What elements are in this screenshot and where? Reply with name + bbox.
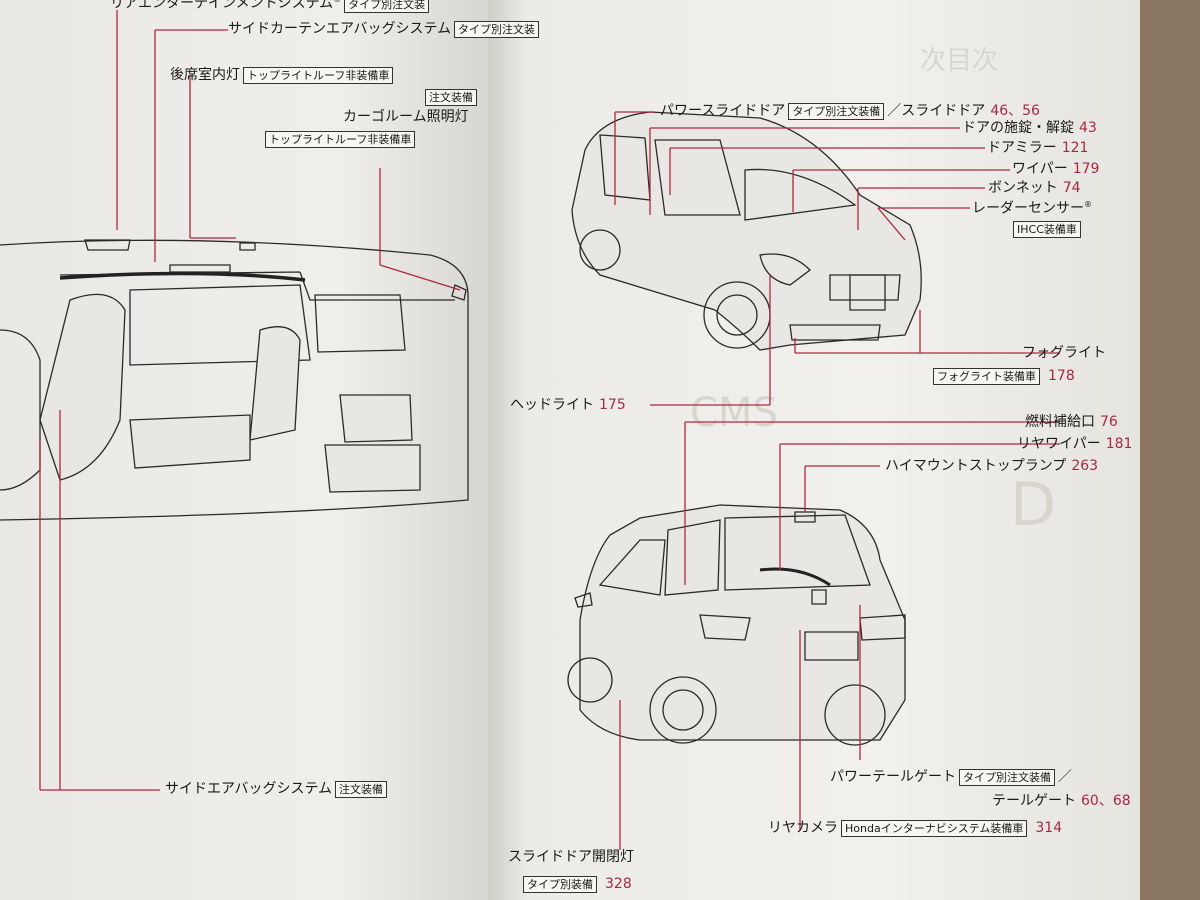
ghost-d: D — [1010, 470, 1057, 540]
label-rear-entertainment: リアエンターテインメントシステム®タイプ別注文装 — [110, 0, 432, 13]
label-slide-door-light: スライドドア開閉灯 — [508, 849, 634, 865]
label-ihcc: IHCC装備車 — [1010, 221, 1084, 238]
right-leaders — [614, 111, 1060, 850]
label-order-equipment: 注文装備 — [422, 89, 480, 106]
label-fog-light: フォグライト — [1022, 345, 1106, 361]
label-radar-sensor: レーダーセンサー® — [972, 200, 1092, 217]
label-rear-room-lamp: 後席室内灯トップライトルーフ非装備車 — [170, 67, 396, 84]
background-surface — [1140, 0, 1200, 900]
label-power-tailgate: パワーテールゲートタイプ別注文装備／ — [830, 769, 1072, 786]
label-side-curtain-airbag: サイドカーテンエアバッグシステムタイプ別注文装 — [228, 21, 542, 38]
label-cargo-room-light: カーゴルーム照明灯 — [343, 109, 469, 125]
rear-car-drawing — [567, 504, 906, 746]
label-toplight-roof: トップライトルーフ非装備車 — [262, 131, 418, 148]
interior-drawing — [0, 239, 469, 521]
label-side-airbag: サイドエアバッグシステム注文装備 — [165, 781, 390, 798]
left-leaders — [39, 10, 461, 791]
ghost-cms: CMS — [690, 390, 778, 436]
ghost-heading: 次目次 — [920, 46, 999, 76]
